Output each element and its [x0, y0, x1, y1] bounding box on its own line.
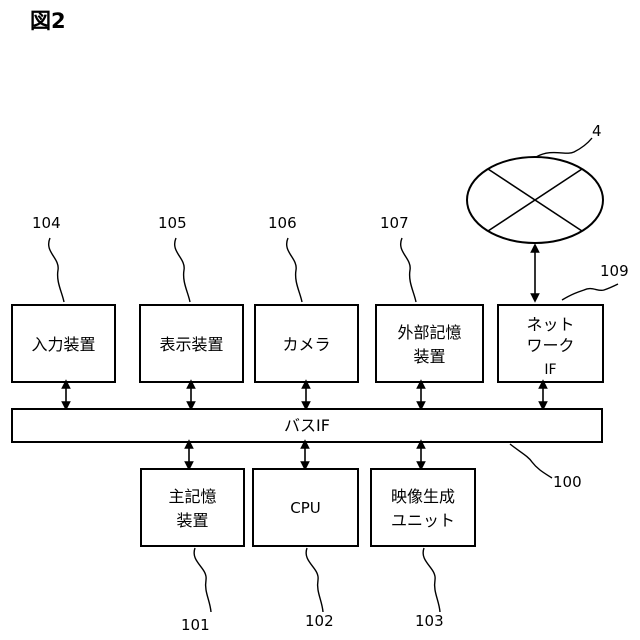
cpu-label: CPU: [290, 499, 321, 517]
network-leader-line: [536, 138, 592, 157]
main-storage-leader: [194, 548, 211, 612]
bus-if-ref: 100: [553, 473, 582, 491]
display-device-label: 表示装置: [159, 335, 223, 354]
network-if-block: ネット ワーク IF: [498, 305, 603, 382]
input-device-ref: 104: [32, 214, 61, 232]
video-unit-label-line1: 映像生成: [391, 487, 455, 506]
video-unit-ref: 103: [415, 612, 444, 630]
bus-if-leader: [510, 444, 552, 478]
camera-block: カメラ: [255, 305, 358, 382]
external-storage-leader: [401, 238, 416, 302]
input-device-block: 入力装置: [12, 305, 115, 382]
display-device-leader: [175, 238, 190, 302]
network-if-label-line3: IF: [544, 362, 556, 378]
cpu-leader: [306, 548, 323, 612]
video-unit-leader: [423, 548, 440, 612]
network-if-leader: [562, 284, 618, 300]
network-ref: 4: [592, 122, 602, 140]
bus-if-block: バスIF: [12, 409, 602, 442]
input-device-label: 入力装置: [31, 335, 95, 354]
camera-label: カメラ: [282, 335, 330, 354]
bus-if-label: バスIF: [284, 416, 330, 435]
display-device-ref: 105: [158, 214, 187, 232]
cpu-ref: 102: [305, 612, 334, 630]
external-storage-label-line2: 装置: [413, 347, 445, 366]
cpu-block: CPU: [253, 469, 358, 546]
main-storage-block: 主記憶 装置: [141, 469, 244, 546]
video-unit-label-line2: ユニット: [391, 511, 455, 530]
network-symbol: [467, 157, 603, 243]
main-storage-ref: 101: [181, 616, 210, 634]
external-storage-ref: 107: [380, 214, 409, 232]
video-generation-unit-block: 映像生成 ユニット: [371, 469, 475, 546]
figure-title: 図2: [30, 9, 66, 33]
main-storage-label-line1: 主記憶: [168, 487, 216, 506]
external-storage-label-line1: 外部記憶: [397, 323, 461, 342]
camera-leader: [287, 238, 302, 302]
camera-ref: 106: [268, 214, 297, 232]
network-if-label-line1: ネット: [526, 315, 574, 334]
display-device-block: 表示装置: [140, 305, 243, 382]
main-storage-label-line2: 装置: [176, 511, 208, 530]
input-device-leader: [49, 238, 64, 302]
external-storage-block: 外部記憶 装置: [376, 305, 483, 382]
network-if-label-line2: ワーク: [526, 336, 574, 355]
network-if-ref: 109: [600, 262, 629, 280]
